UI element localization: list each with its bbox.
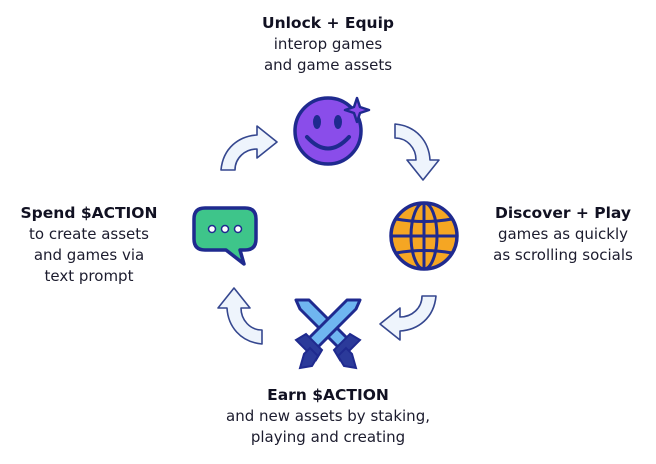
node-discover-play: Discover + Play games as quickly as scro…	[472, 203, 654, 266]
node-spend-action: Spend $ACTION to create assets and games…	[0, 203, 178, 287]
node-desc-line: and games via	[33, 246, 145, 264]
arrow-bottom-to-left	[217, 287, 263, 345]
smiley-sparkle-icon	[293, 96, 371, 166]
chat-bubble-icon	[192, 206, 258, 266]
node-desc-line: and game assets	[263, 56, 393, 74]
node-title: Unlock + Equip	[262, 14, 394, 32]
node-desc-line: playing and creating	[250, 428, 406, 446]
node-title: Discover + Play	[494, 204, 632, 222]
node-desc-line: and new assets by staking,	[226, 407, 430, 425]
node-title: Earn $ACTION	[267, 386, 389, 404]
crossed-swords-icon	[294, 298, 362, 370]
arrow-right-to-bottom	[379, 295, 437, 341]
globe-icon	[389, 201, 459, 271]
node-desc-line: as scrolling socials	[493, 246, 633, 264]
node-desc-line: text prompt	[44, 267, 134, 285]
node-desc-line: games as quickly	[497, 225, 629, 243]
node-title: Spend $ACTION	[20, 204, 158, 222]
node-desc-line: interop games	[273, 35, 383, 53]
node-desc-line: to create assets	[29, 225, 149, 243]
arrow-top-to-right	[394, 123, 440, 181]
node-earn-action: Earn $ACTION and new assets by staking, …	[190, 385, 466, 448]
arrow-left-to-top	[220, 125, 278, 171]
node-unlock-equip: Unlock + Equip interop games and game as…	[208, 13, 448, 76]
